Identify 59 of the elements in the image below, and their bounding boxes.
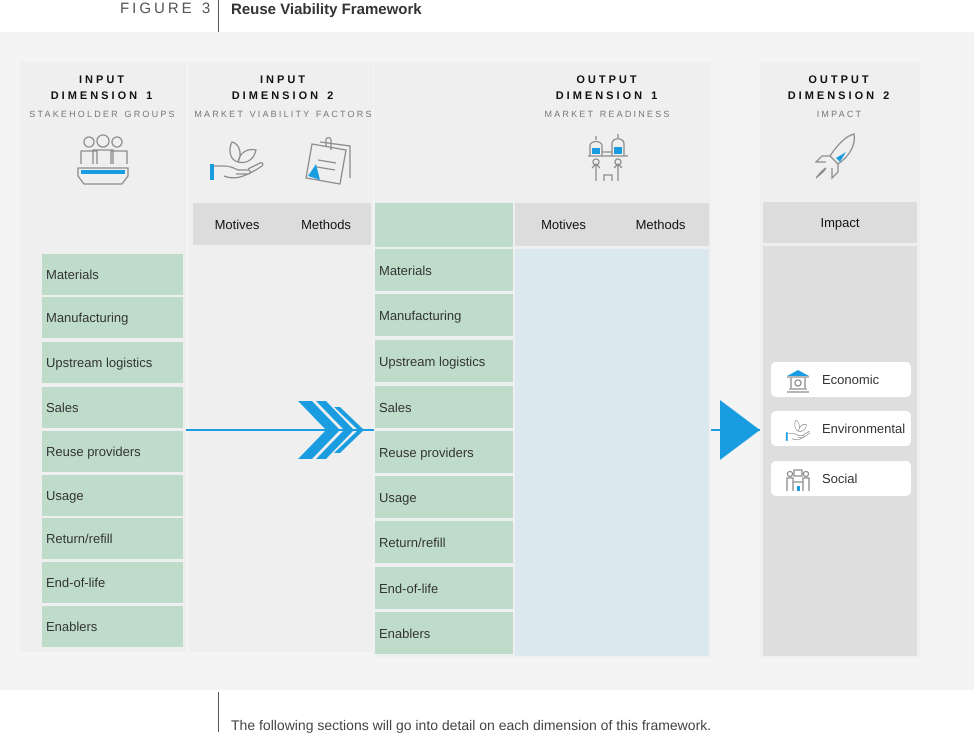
caption: The following sections will go into detail on each dimension of this framework. xyxy=(231,717,712,733)
cell-text: Usage xyxy=(379,490,417,504)
header-text: Impact xyxy=(820,215,860,230)
triangle-arrow xyxy=(711,400,760,460)
column-heading: OUTPUT DIMENSION 1 xyxy=(554,73,662,104)
stakeholder-cell xyxy=(42,606,183,647)
impact-label: Social xyxy=(822,471,858,486)
stakeholder-cell xyxy=(375,476,513,518)
stakeholder-cell xyxy=(42,475,183,516)
cell-text: Reuse providers xyxy=(379,444,474,460)
header-text: Methods xyxy=(636,217,686,232)
cell-text: Return/refill xyxy=(46,531,112,546)
stakeholder-cell xyxy=(375,340,513,382)
cell-text: Usage xyxy=(46,488,84,503)
stakeholder-cell xyxy=(375,431,513,473)
stakeholder-cell xyxy=(42,297,183,338)
cell-text: Sales xyxy=(379,400,412,414)
column-heading: INPUT DIMENSION 2 xyxy=(230,73,338,104)
stakeholder-cell xyxy=(42,518,183,559)
impact-label: Environmental xyxy=(822,421,906,436)
column-subheading: STAKEHOLDER GROUPS xyxy=(29,109,177,119)
stakeholder-cell xyxy=(375,612,513,654)
cell-text: End-of-life xyxy=(379,580,438,596)
impact-card xyxy=(771,362,911,397)
stakeholder-cell xyxy=(375,386,513,428)
cell-text: Materials xyxy=(379,262,432,278)
stakeholder-cell xyxy=(42,254,183,295)
cell-text: Upstream logistics xyxy=(46,355,152,370)
cell-text: Enablers xyxy=(379,626,430,640)
cell-text: Manufacturing xyxy=(379,308,462,322)
cell-text: Enablers xyxy=(46,619,98,634)
column-subheading: IMPACT xyxy=(816,109,864,119)
column-subheading: MARKET READINESS xyxy=(544,109,672,119)
figure-number: FIGURE 3 xyxy=(120,0,214,17)
cell-text: Manufacturing xyxy=(46,310,128,325)
impact-label: Economic xyxy=(822,372,880,387)
stakeholder-cell xyxy=(375,249,513,291)
cell-text: End-of-life xyxy=(46,575,106,590)
impact-card xyxy=(771,461,911,496)
cell-text: Reuse providers xyxy=(46,444,141,459)
stakeholder-cell xyxy=(375,294,513,336)
stakeholder-cell xyxy=(42,387,183,428)
stakeholder-cell xyxy=(375,567,513,609)
header-text: Methods xyxy=(301,216,351,232)
column-heading: OUTPUT DIMENSION 2 xyxy=(786,73,894,104)
stakeholder-cell xyxy=(375,521,513,563)
stakeholder-cell xyxy=(42,562,183,603)
header-text: Motives xyxy=(214,216,260,232)
column-heading: INPUT DIMENSION 1 xyxy=(50,73,156,104)
header-text: Motives xyxy=(541,217,586,232)
cell-text: Return/refill xyxy=(379,534,446,550)
column-subheading: MARKET VIABILITY FACTORS xyxy=(194,109,374,119)
cell-text: Sales xyxy=(46,400,79,415)
cell-text: Materials xyxy=(46,267,99,282)
stakeholder-cell xyxy=(42,342,183,383)
figure-title: Reuse Viability Framework xyxy=(231,1,422,18)
stakeholder-cell xyxy=(42,431,183,472)
cell-text: Upstream logistics xyxy=(379,354,486,368)
impact-card xyxy=(771,411,911,446)
